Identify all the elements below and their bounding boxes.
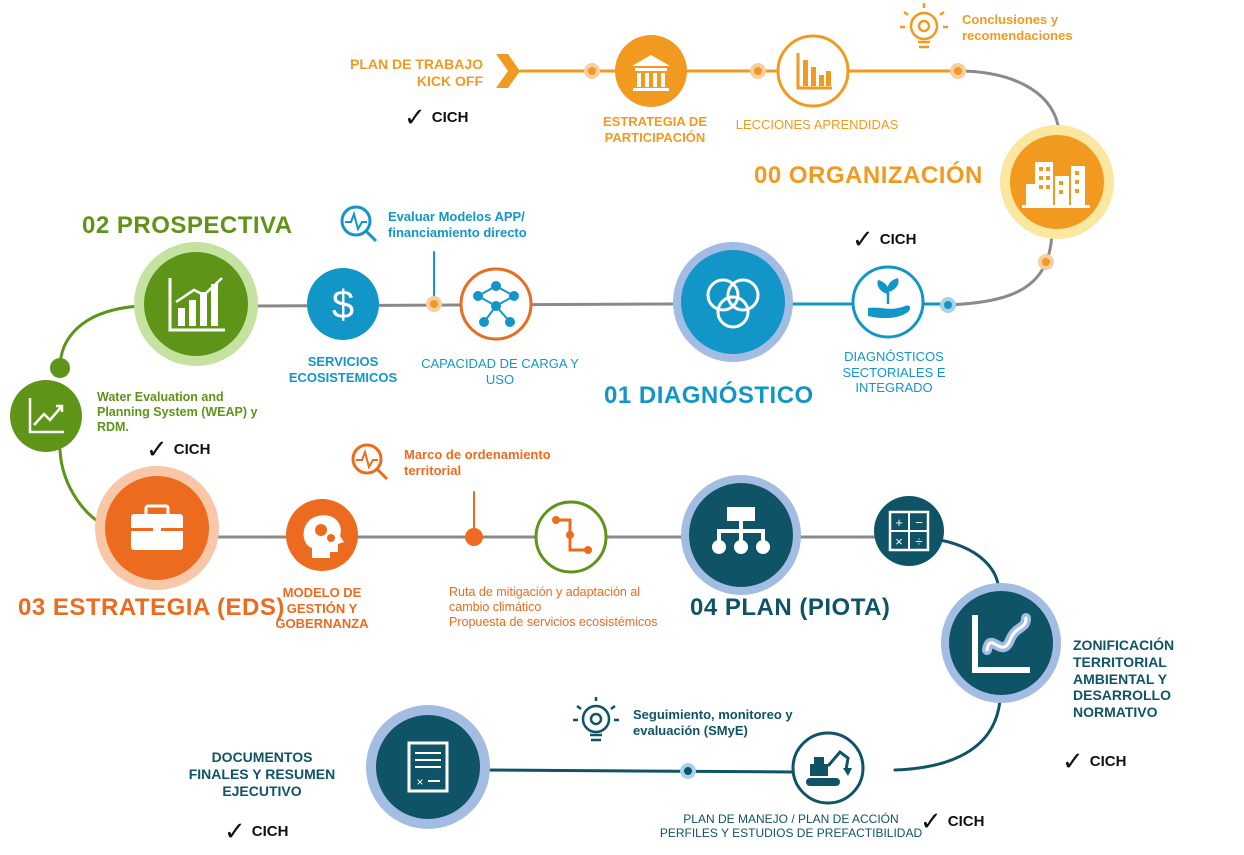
- stage-title-diagnostico: 01 DIAGNÓSTICO: [604, 382, 814, 409]
- lecciones-label: LECCIONES APRENDIDAS: [735, 117, 899, 132]
- magnifier-pulse-icon: [340, 205, 378, 243]
- head-gears-icon: [286, 499, 358, 571]
- check-cich-prospectiva: ✓CICH: [146, 434, 211, 464]
- buildings-icon: [1000, 125, 1114, 239]
- network-people-icon: [459, 267, 533, 341]
- svg-text:÷: ÷: [915, 534, 922, 549]
- stage-title-prospectiva: 02 PROSPECTIVA: [82, 212, 293, 239]
- briefcase-icon: [95, 466, 219, 590]
- org-chart-icon: [681, 475, 801, 595]
- arrow-chevron-icon: [496, 54, 520, 88]
- lightbulb-gear-icon: [573, 697, 619, 742]
- evaluar-label: Evaluar Modelos APP/financiamiento direc…: [388, 209, 527, 240]
- bank-icon: [615, 35, 687, 107]
- bar-chart-icon: [776, 34, 850, 108]
- check-cich-zonificacion: ✓CICH: [1062, 746, 1127, 776]
- check-cich-diagnostico: ✓CICH: [852, 224, 917, 254]
- checkmark-icon: ✓: [1062, 746, 1084, 776]
- lightbulb-gear-icon: [900, 3, 948, 49]
- route-icon: [534, 500, 608, 574]
- svg-text:+: +: [895, 515, 903, 530]
- svg-text:×: ×: [416, 775, 423, 789]
- checkmark-icon: ✓: [920, 806, 942, 836]
- dollar-icon: $: [307, 268, 379, 340]
- checkmark-icon: ✓: [852, 224, 874, 254]
- venn-circles-icon: [673, 242, 793, 362]
- trend-chart-icon: [10, 380, 82, 452]
- stage-title-plan: 04 PLAN (PIOTA): [690, 594, 891, 621]
- check-cich-kickoff: ✓CICH: [404, 102, 469, 132]
- magnifier-pulse-icon: [351, 443, 389, 481]
- checkmark-icon: ✓: [404, 102, 426, 132]
- stage-title-organizacion: 00 ORGANIZACIÓN: [754, 162, 983, 189]
- checkmark-icon: ✓: [224, 816, 246, 846]
- stage-title-estrategia: 03 ESTRATEGIA (EDS): [18, 594, 285, 621]
- connector-dots: [50, 63, 1054, 779]
- svg-text:×: ×: [895, 534, 903, 549]
- zoning-map-icon: [941, 583, 1061, 703]
- svg-text:$: $: [332, 283, 354, 327]
- check-cich-documentos: ✓CICH: [224, 816, 289, 846]
- svg-text:−: −: [915, 515, 923, 530]
- hand-plant-icon: [851, 265, 925, 339]
- growth-chart-icon: [134, 242, 258, 366]
- check-cich-manejo: ✓CICH: [920, 806, 985, 836]
- excavator-icon: [791, 731, 865, 805]
- calculator-icon: + − × ÷: [874, 496, 944, 566]
- checkmark-icon: ✓: [146, 434, 168, 464]
- document-icon: ×: [366, 705, 490, 829]
